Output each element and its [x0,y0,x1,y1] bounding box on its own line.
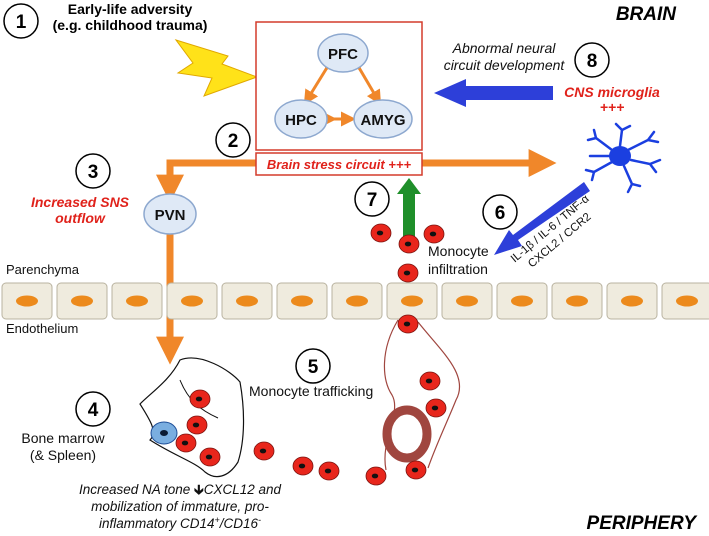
monocyte-nucleus [429,231,437,237]
barrier-cell-nucleus [236,295,258,307]
monocyte-nucleus [411,467,419,473]
step-1-badge: 1 [3,3,39,39]
monocyte-nucleus [181,440,189,446]
caption-line3-start: inflammatory CD14 [99,516,215,531]
stress-circuit-label: Brain stress circuit +++ [267,157,412,172]
monocyte-nucleus [425,378,433,384]
step-7-badge: 7 [354,181,390,217]
adversity-label-line1: Early-life adversity [68,1,193,17]
monocyte-nucleus [404,241,412,247]
monocyte-nucleus [376,230,384,236]
bone-marrow-label-line2: (& Spleen) [30,447,96,463]
region-label-brain: BRAIN [616,4,677,25]
step-3-badge: 3 [75,153,111,189]
step-4-number: 4 [88,400,99,421]
step-2-number: 2 [228,131,239,152]
infiltration-label-line1: Monocyte [428,243,489,259]
cytokine-infiltration-arrow [494,182,590,255]
blood-vessel-right-wall [417,321,461,469]
barrier-cell-nucleus [511,295,533,307]
stress-circuit-box [255,152,423,176]
barrier-cell-nucleus [456,295,478,307]
neural-label-line2: circuit development [444,57,566,73]
step-4-badge: 4 [75,391,111,427]
monocyte-nucleus [259,448,267,454]
pvn-node: PVN [143,193,197,235]
caption-sup-minus: - [258,515,261,525]
barrier-cell-nucleus [16,295,38,307]
caption-sup-plus: + [215,515,220,525]
monocyte-nucleus [431,405,439,411]
microglia-label-line2: +++ [600,99,625,115]
step-2-badge: 2 [215,122,251,158]
barrier-cell-nucleus [126,295,148,307]
step-3-number: 3 [88,162,99,183]
pfc-node: PFC [317,33,369,73]
microglia-to-brain-arrow [434,79,553,107]
hpc-node: HPC [274,99,328,139]
step-8-number: 8 [587,51,598,72]
sns-label-line2: outflow [55,210,106,226]
infiltration-label-line2: infiltration [428,261,488,277]
pfc-hpc-connector [303,54,340,106]
monocyte-to-brain-arrow [397,178,421,237]
step-6-number: 6 [495,203,506,224]
pfc-label: PFC [328,46,358,63]
adversity-label-line2: (e.g. childhood trauma) [53,17,208,33]
monocyte-nucleus [371,473,379,479]
step-7-number: 7 [367,190,378,211]
monocyte-nucleus [298,463,306,469]
vessel-cross-section-ring [382,405,432,463]
barrier-cell-nucleus [621,295,643,307]
monocyte-nucleus [205,454,213,460]
barrier-cell-nucleus [346,295,368,307]
hpc-label: HPC [285,112,317,129]
caption-line1-end: CXCL12 and [204,482,282,497]
barrier-cell-nucleus [71,295,93,307]
caption-line2: mobilization of immature, pro- [91,499,269,514]
immature-monocyte-cell [150,421,178,445]
monocyte-cells [175,223,447,486]
pfc-amyg-connector [346,54,382,106]
microglia-label-line1: CNS microglia [564,84,660,100]
endothelium-label: Endothelium [6,321,78,336]
caption-line3-end: /CD16 [219,516,259,531]
barrier-cell-nucleus [676,295,698,307]
step-1-number: 1 [16,12,27,33]
bone-marrow-outline [139,357,245,478]
caption-line1-start: Increased NA tone [79,482,194,497]
monocyte-nucleus [403,321,411,327]
region-label-periphery: PERIPHERY [587,513,699,534]
stress-to-pvn-arrow [156,159,256,203]
step-5-badge: 5 [295,348,331,384]
barrier-cell-nucleus [291,295,313,307]
step-8-badge: 8 [574,42,610,78]
pvn-label: PVN [155,207,186,224]
amyg-label: AMYG [361,112,406,129]
microglia-cell-icon [584,122,662,194]
sns-label-line1: Increased SNS [31,194,130,210]
monocyte-nucleus [195,396,203,402]
step-5-number: 5 [308,357,319,378]
barrier-cell-nucleus [181,295,203,307]
down-arrow-icon: 🡳 [194,482,204,497]
neural-label-line1: Abnormal neural [452,40,557,56]
endothelial-barrier [1,282,709,320]
parenchyma-label: Parenchyma [6,262,80,277]
amyg-node: AMYG [353,99,413,139]
caption-line3: inflammatory CD14+/CD16- [99,515,261,531]
caption-line1: Increased NA tone 🡳CXCL12 and [79,482,282,497]
barrier-cell-nucleus [401,295,423,307]
monocyte-nucleus [403,270,411,276]
monocyte-nucleus [192,422,200,428]
lightning-bolt-icon [174,39,259,97]
step-6-badge: 6 [482,194,518,230]
bone-marrow-label-line1: Bone marrow [21,430,105,446]
trafficking-label: Monocyte trafficking [249,383,373,399]
monocyte-nucleus [324,468,332,474]
barrier-cell-nucleus [566,295,588,307]
